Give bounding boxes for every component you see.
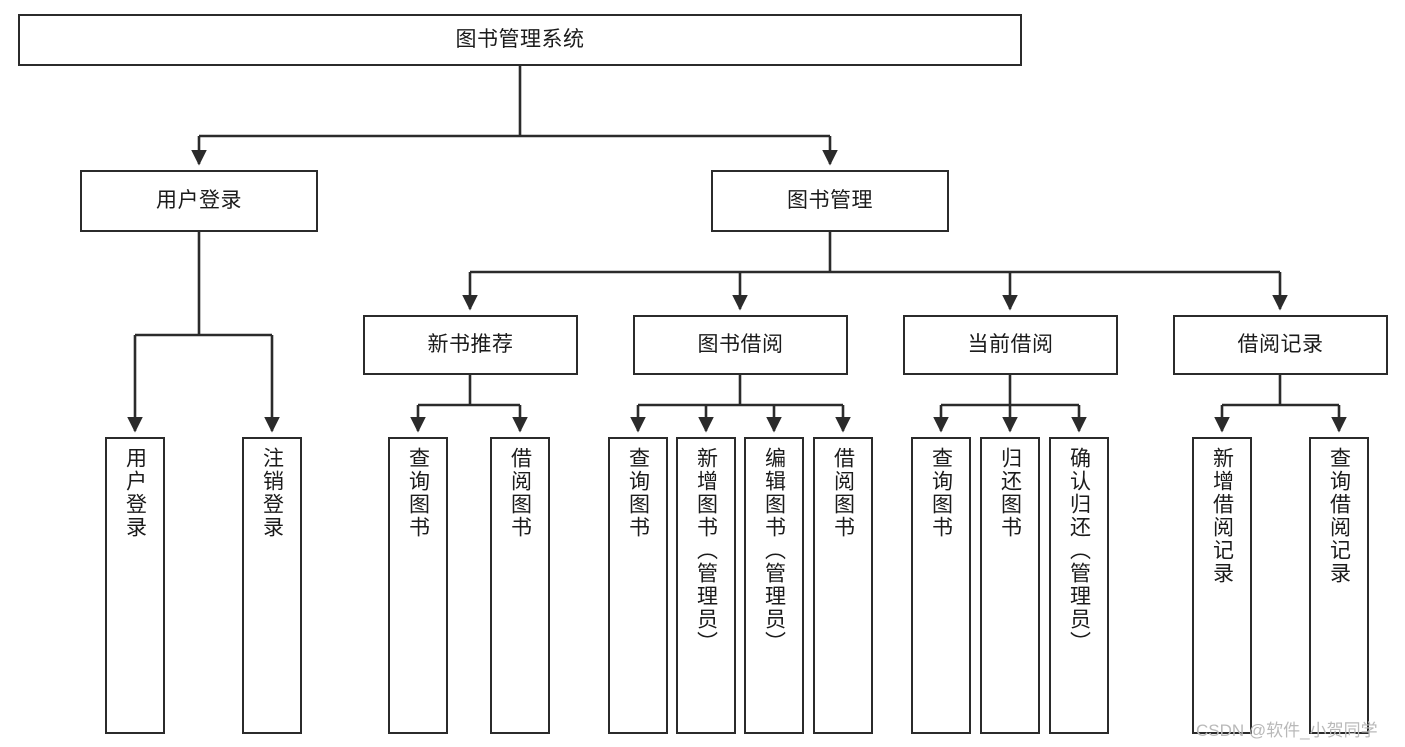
node-new-book-recommend[interactable]: 新书推荐 <box>363 315 578 375</box>
node-leaf-query-book-3-label: 查询图书 <box>929 447 953 539</box>
node-leaf-query-book-2-label: 查询图书 <box>626 447 650 539</box>
node-leaf-add-book-label: 新增图书（管理员） <box>694 447 718 654</box>
node-leaf-add-record-label: 新增借阅记录 <box>1210 447 1234 585</box>
node-leaf-user-login-label: 用户登录 <box>123 447 147 539</box>
node-user-login[interactable]: 用户登录 <box>80 170 318 232</box>
node-leaf-logout-login-label: 注销登录 <box>260 447 284 539</box>
node-leaf-edit-book-label: 编辑图书（管理员） <box>762 447 786 654</box>
node-leaf-user-login[interactable]: 用户登录 <box>105 437 165 734</box>
csdn-watermark: CSDN @软件_小贺同学 <box>1196 721 1378 740</box>
node-leaf-borrow-book-2-label: 借阅图书 <box>831 447 855 539</box>
node-root-label: 图书管理系统 <box>455 27 585 51</box>
node-book-manage-label: 图书管理 <box>787 188 873 212</box>
node-borrow-record[interactable]: 借阅记录 <box>1173 315 1388 375</box>
node-root[interactable]: 图书管理系统 <box>18 14 1022 66</box>
node-user-login-label: 用户登录 <box>156 188 242 212</box>
node-leaf-add-record[interactable]: 新增借阅记录 <box>1192 437 1252 734</box>
node-leaf-return-book[interactable]: 归还图书 <box>980 437 1040 734</box>
node-book-manage[interactable]: 图书管理 <box>711 170 949 232</box>
node-leaf-confirm-return-label: 确认归还（管理员） <box>1067 447 1091 654</box>
node-leaf-borrow-book-2[interactable]: 借阅图书 <box>813 437 873 734</box>
node-leaf-query-book-3[interactable]: 查询图书 <box>911 437 971 734</box>
node-book-borrow-label: 图书借阅 <box>697 332 784 356</box>
node-current-borrow[interactable]: 当前借阅 <box>903 315 1118 375</box>
node-leaf-query-record[interactable]: 查询借阅记录 <box>1309 437 1369 734</box>
node-book-borrow[interactable]: 图书借阅 <box>633 315 848 375</box>
node-leaf-query-book-1[interactable]: 查询图书 <box>388 437 448 734</box>
node-leaf-query-record-label: 查询借阅记录 <box>1327 447 1351 585</box>
node-leaf-return-book-label: 归还图书 <box>998 447 1022 539</box>
node-leaf-edit-book[interactable]: 编辑图书（管理员） <box>744 437 804 734</box>
node-leaf-borrow-book-1[interactable]: 借阅图书 <box>490 437 550 734</box>
node-new-book-recommend-label: 新书推荐 <box>427 332 514 356</box>
node-leaf-add-book[interactable]: 新增图书（管理员） <box>676 437 736 734</box>
node-leaf-logout-login[interactable]: 注销登录 <box>242 437 302 734</box>
node-borrow-record-label: 借阅记录 <box>1237 332 1324 356</box>
node-leaf-confirm-return[interactable]: 确认归还（管理员） <box>1049 437 1109 734</box>
node-current-borrow-label: 当前借阅 <box>967 332 1054 356</box>
node-leaf-borrow-book-1-label: 借阅图书 <box>508 447 532 539</box>
node-leaf-query-book-1-label: 查询图书 <box>406 447 430 539</box>
node-leaf-query-book-2[interactable]: 查询图书 <box>608 437 668 734</box>
